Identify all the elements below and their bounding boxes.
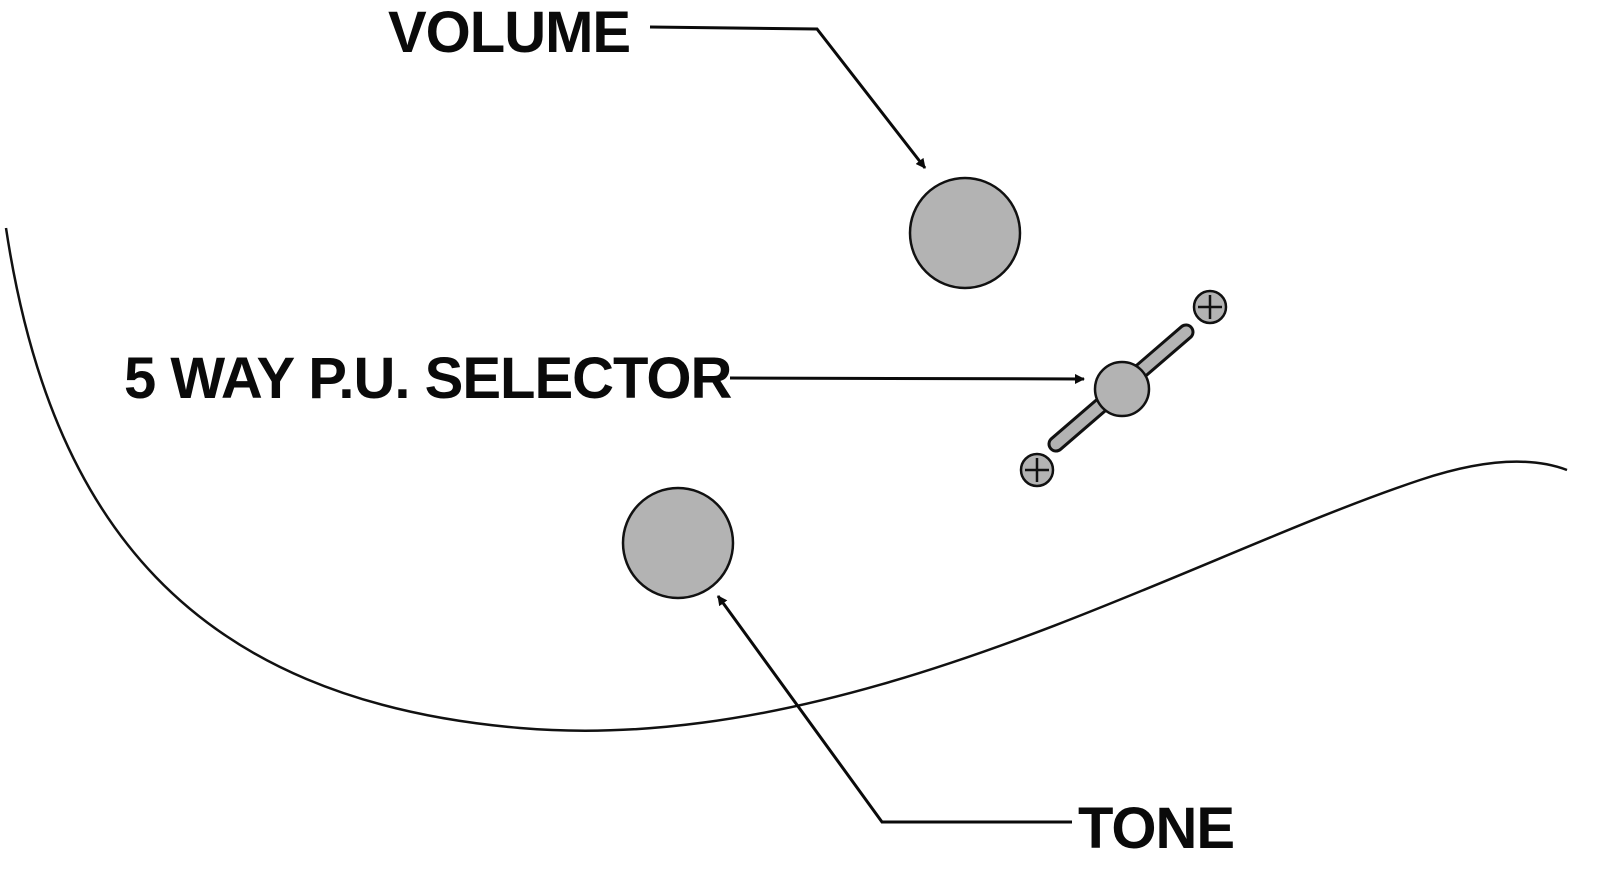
selector-callout-arrow [729,373,1085,384]
selector-hub-icon [1093,360,1151,418]
screw-plus-icon [1019,452,1055,488]
volume-knob-icon [908,176,1022,290]
pickup-selector-switch-icon [1019,289,1228,488]
screw-plus-icon [1192,289,1228,325]
selector-label: 5 WAY P.U. SELECTOR [124,346,732,411]
tone-callout-arrow [716,595,1072,824]
guitar-body-edge [4,227,1568,732]
tone-knob-icon [621,486,735,600]
volume-label: VOLUME [388,0,630,65]
tone-label: TONE [1078,796,1234,861]
volume-callout-arrow [649,25,927,169]
